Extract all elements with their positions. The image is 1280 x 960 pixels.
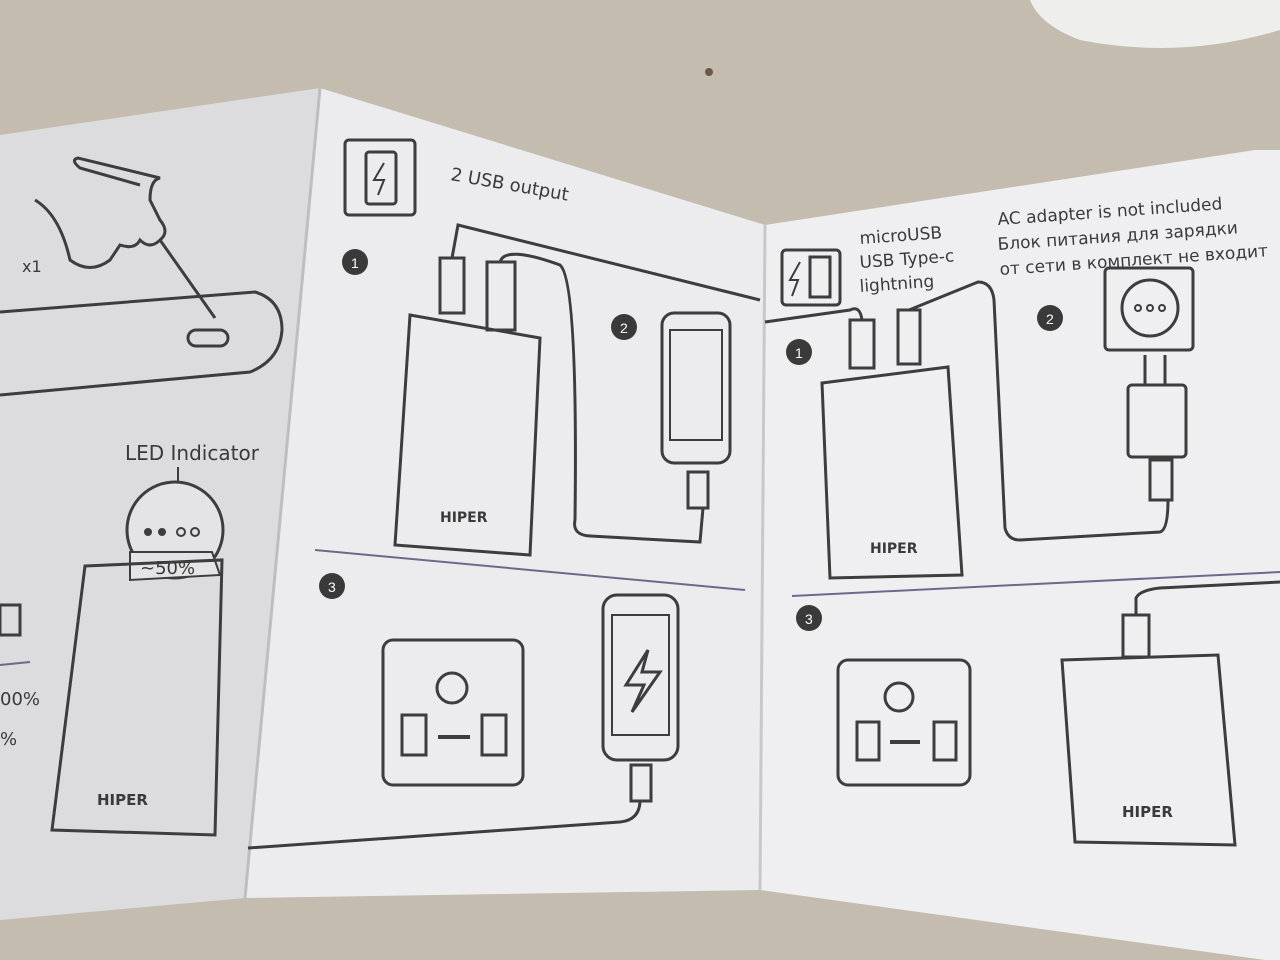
socket-hole-2 [1146, 304, 1154, 312]
battery-fragment-icon [0, 603, 22, 637]
socket-face [1120, 278, 1180, 338]
step-1-number-right: 1 [795, 345, 803, 361]
micro-usb-plug-icon [686, 470, 710, 510]
input-icon-frame [780, 248, 842, 307]
battery-input-icon [808, 255, 832, 299]
powerbank-front-right [820, 365, 964, 580]
bolt-icon-right [788, 261, 801, 297]
power-button [186, 328, 230, 348]
middle-panel-paper [245, 88, 765, 898]
output-icon-frame [343, 138, 417, 217]
fold-right [758, 224, 767, 891]
charging-status-frame [381, 638, 525, 787]
brand-logo-right: HIPER [870, 541, 918, 557]
pointing-hand-icon [34, 156, 217, 319]
charge-cable [247, 799, 642, 850]
powerbank-front [50, 558, 224, 837]
socket-hole-1 [1134, 304, 1142, 312]
bolt-icon [372, 162, 386, 196]
powerbank-side [0, 290, 284, 397]
left-divider [0, 661, 31, 666]
step-2-number-right: 2 [1046, 311, 1054, 327]
top-cable [1134, 580, 1280, 615]
led-indicator-label: LED Indicator [125, 441, 260, 465]
battery-low-icon-right [855, 720, 881, 762]
battery-bolt-icon [364, 150, 398, 206]
led-level-bubble [129, 551, 222, 582]
table-speck [705, 68, 713, 76]
led-dot-2 [158, 528, 166, 536]
powerbank-front-right-2 [1060, 653, 1237, 847]
lightning-bolt-icon [623, 649, 663, 713]
phone-charging-screen [611, 614, 670, 736]
step-2-badge-right [1037, 305, 1063, 331]
led-dot-4 [190, 527, 200, 537]
battery-full-icon [480, 713, 508, 757]
brand-logo-mid: HIPER [440, 510, 488, 526]
usb-cable [450, 223, 761, 544]
left-panel: x1 LED Indicator ~50% HIPER 00% % [0, 156, 284, 837]
step-3-number: 3 [328, 579, 336, 595]
brand-logo-right-2: HIPER [1122, 803, 1173, 821]
step-2-badge [611, 314, 637, 340]
clock-icon-right [883, 681, 915, 713]
brand-logo: HIPER [97, 791, 148, 809]
step-3-badge [319, 573, 345, 599]
step-3-number-right: 3 [805, 611, 813, 627]
step-1-number: 1 [351, 255, 359, 271]
wall-socket-icon [1103, 266, 1195, 352]
phone-icon [660, 311, 732, 465]
press-count: x1 [22, 257, 42, 276]
step-2-number: 2 [620, 320, 628, 336]
led-dot-3 [176, 527, 186, 537]
right-divider [791, 571, 1280, 597]
clock-icon [435, 671, 469, 705]
input-cable [764, 280, 1170, 542]
led-dot-1 [144, 528, 152, 536]
wall-charger-icon [1126, 383, 1188, 459]
phone-screen [669, 329, 723, 441]
step-1-badge-right [786, 339, 812, 365]
phone-charging-icon [601, 593, 680, 762]
battery-full-icon-right [932, 720, 958, 762]
right-panel-paper [760, 150, 1280, 960]
fold-left [243, 87, 322, 899]
charging-status-frame-right [836, 658, 972, 787]
socket-hole-3 [1158, 304, 1166, 312]
step-3-badge-right [796, 605, 822, 631]
battery-low-icon [400, 713, 428, 757]
micro-usb-plug-icon-2 [629, 763, 653, 803]
charger-usb-plug-icon [1148, 458, 1174, 502]
device-top-right [1030, 0, 1280, 48]
edge-fragment-2: % [0, 729, 17, 750]
edge-fragment-1: 00% [0, 689, 40, 710]
middle-divider [314, 549, 746, 591]
step-1-badge [342, 249, 368, 275]
